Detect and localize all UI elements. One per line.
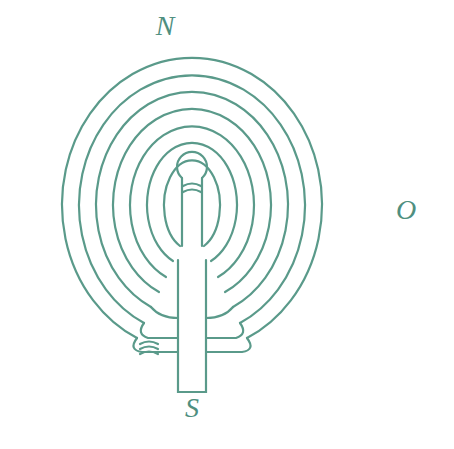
labyrinth-turn (141, 323, 178, 338)
labyrinth-turn (206, 307, 233, 318)
labyrinth-hatch (183, 184, 201, 193)
labyrinth-ring (79, 75, 305, 323)
compass-label: O (396, 196, 416, 224)
labyrinth-ring (113, 109, 271, 292)
labyrinth-walls (62, 58, 322, 392)
labyrinth-turn (206, 338, 251, 352)
compass-label: N (156, 12, 175, 40)
compass-label: S (185, 394, 199, 422)
labyrinth-ring (130, 126, 254, 277)
labyrinth-center (177, 152, 207, 178)
labyrinth-turn (151, 307, 178, 318)
labyrinth-ring (62, 58, 322, 338)
labyrinth-hatch (140, 342, 158, 355)
labyrinth-turn (206, 323, 243, 338)
labyrinth-ring (164, 160, 220, 246)
labyrinth-spine (182, 178, 202, 246)
labyrinth-ring (96, 92, 288, 307)
labyrinth-ring (147, 143, 237, 261)
labyrinth-spine (178, 260, 206, 392)
